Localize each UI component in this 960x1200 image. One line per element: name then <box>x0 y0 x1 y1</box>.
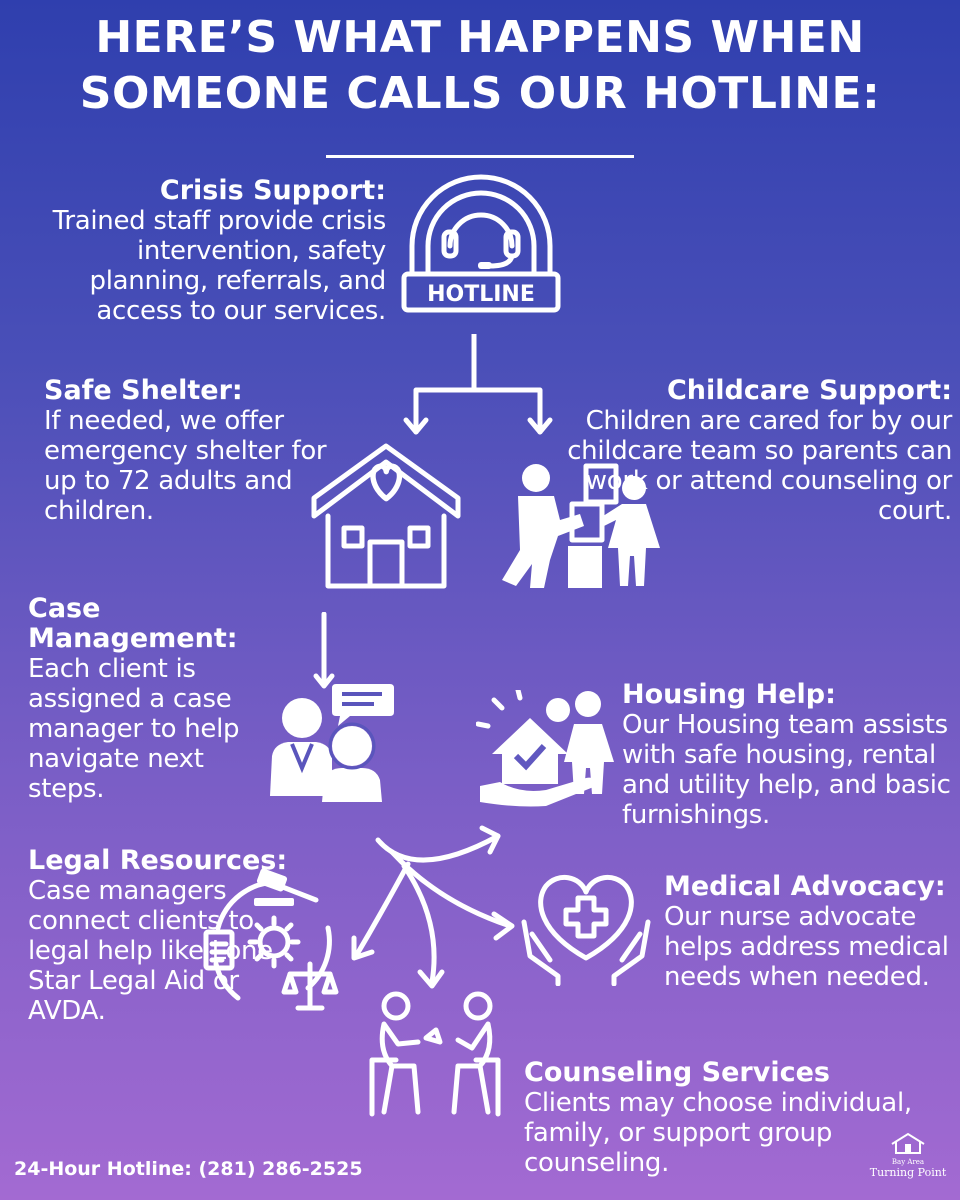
hotline-badge-label: HOTLINE <box>427 282 535 307</box>
legal-icon <box>203 868 339 1011</box>
crisis-support-heading: Crisis Support: <box>159 175 386 206</box>
housing-help-text: Our Housing team assists with safe housi… <box>622 710 951 830</box>
hotline-number: 24-Hour Hotline: (281) 286-2525 <box>14 1158 363 1180</box>
crisis-support-block: Crisis Support: Trained staff provide cr… <box>20 175 387 327</box>
branch-arrow-icon <box>403 334 553 435</box>
title-line-2: SOMEONE CALLS OUR HOTLINE: <box>79 68 881 119</box>
legal-resources-block: Legal Resources: Case managers connect c… <box>28 845 292 1027</box>
childcare-support-heading: Childcare Support: <box>666 375 952 406</box>
housing-help-block: Housing Help: Our Housing team assists w… <box>622 679 952 831</box>
title-divider <box>326 155 634 158</box>
case-manager-icon <box>270 684 394 802</box>
logo-text-bottom: Turning Point <box>869 1166 947 1179</box>
medical-advocacy-text: Our nurse advocate helps address medical… <box>664 902 949 992</box>
childcare-blocks-icon <box>502 463 660 588</box>
housing-help-icon <box>476 690 614 807</box>
legal-resources-text: Case managers connect clients to legal h… <box>28 876 273 1026</box>
safe-shelter-block: Safe Shelter: If needed, we offer emerge… <box>44 375 344 527</box>
counseling-services-text: Clients may choose individual, family, o… <box>524 1088 912 1178</box>
counseling-services-heading: Counseling Services <box>524 1057 830 1088</box>
flow-arrows-icon <box>351 825 515 989</box>
case-management-text: Each client is assigned a case manager t… <box>28 654 240 804</box>
down-arrow-icon <box>313 612 335 689</box>
case-management-heading: Case Management: <box>28 593 238 654</box>
legal-resources-heading: Legal Resources: <box>28 845 288 876</box>
logo-text-top: Bay Area <box>891 1158 925 1166</box>
crisis-support-text: Trained staff provide crisis interventio… <box>52 206 387 326</box>
logo-house-icon <box>891 1132 925 1154</box>
medical-advocacy-heading: Medical Advocacy: <box>664 871 946 902</box>
safe-shelter-heading: Safe Shelter: <box>44 375 243 406</box>
headset-icon: HOTLINE <box>401 174 561 313</box>
counseling-services-block: Counseling Services Clients may choose i… <box>524 1057 944 1179</box>
childcare-support-block: Childcare Support: Children are cared fo… <box>560 375 952 527</box>
counseling-icon <box>369 991 501 1117</box>
medical-advocacy-block: Medical Advocacy: Our nurse advocate hel… <box>664 871 954 993</box>
title-line-1: HERE’S WHAT HAPPENS WHEN <box>95 12 865 63</box>
page-title: HERE’S WHAT HAPPENS WHEN SOMEONE CALLS O… <box>0 10 960 122</box>
organization-logo: Bay Area Turning Point <box>868 1132 948 1179</box>
childcare-support-text: Children are cared for by our childcare … <box>567 406 952 526</box>
case-management-block: Case Management: Each client is assigned… <box>28 593 268 805</box>
medical-heart-icon <box>521 875 651 986</box>
safe-shelter-text: If needed, we offer emergency shelter fo… <box>44 406 327 526</box>
house-heart-icon <box>311 443 461 589</box>
housing-help-heading: Housing Help: <box>622 679 836 710</box>
